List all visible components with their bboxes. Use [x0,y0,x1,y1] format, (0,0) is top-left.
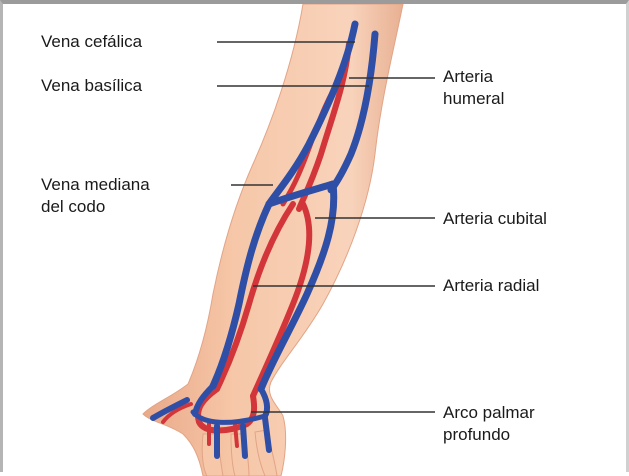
label-arteria-humeral-line2: humeral [443,88,504,110]
label-vena-mediana-line1: Vena mediana [41,174,150,196]
label-arco-palmar-line2: profundo [443,424,535,446]
label-arteria-humeral-line1: Arteria [443,66,504,88]
label-arco-palmar-line1: Arco palmar [443,402,535,424]
label-vena-mediana-line2: del codo [41,196,150,218]
label-vena-cefalica: Vena cefálica [41,32,142,52]
label-arteria-cubital: Arteria cubital [443,209,547,229]
label-vena-mediana: Vena mediana del codo [41,174,150,218]
label-arteria-humeral: Arteria humeral [443,66,504,110]
label-arteria-radial: Arteria radial [443,276,539,296]
arm-illustration [3,4,629,476]
label-vena-basilica: Vena basílica [41,76,142,96]
label-arco-palmar: Arco palmar profundo [443,402,535,446]
